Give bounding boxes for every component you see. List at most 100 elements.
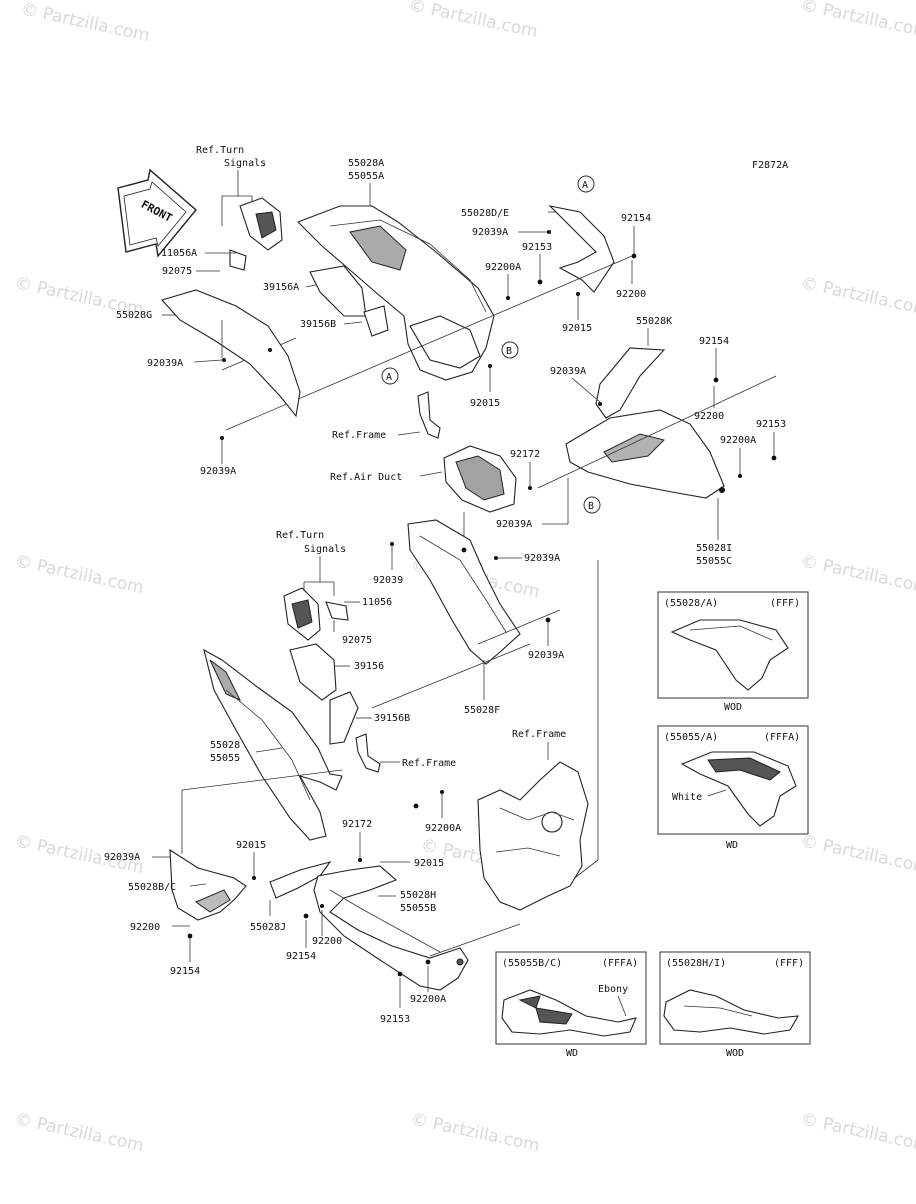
front-arrow-icon: FRONT [117,168,197,258]
label-92200A-low: 92200A [425,823,461,834]
ref-turn-signals-top-2: Signals [224,158,266,169]
label-92154-k: 92154 [699,336,729,347]
inner-panel-55028K [595,347,666,419]
color-box-note: White [672,792,702,803]
color-box-code: (FFF) [774,958,804,969]
label-92153-top: 92153 [522,242,552,253]
label-92200-top: 92200 [616,289,646,300]
watermark: © Partzilla.com [799,0,916,42]
label-92039-mid: 92039 [373,575,403,586]
label-55028H: 55028H [400,890,436,901]
label-55028J: 55028J [250,922,286,933]
label-92154-j: 92154 [286,951,316,962]
label-39156B-top: 39156B [300,319,336,330]
label-92153-low: 92153 [380,1014,410,1025]
svg-text:A: A [582,180,588,191]
watermark: © Partzilla.com [799,1109,916,1156]
ref-frame-mid: Ref.Frame [402,758,456,769]
diagram-code: F2872A [752,160,788,171]
color-box-code: (FFFA) [602,958,638,969]
label-55055: 55055 [210,753,240,764]
label-55055B: 55055B [400,903,436,914]
panel-39156B-mid [329,691,359,745]
color-box-55028A: (55028/A) (FFF) WOD [657,591,809,713]
watermark: © Partzilla.com [13,1109,145,1156]
label-55028A: 55028A [348,158,384,169]
callout-b-top: B [501,341,519,359]
frame-bracket-top [417,391,441,439]
label-92015-top: 92015 [562,323,592,334]
label-92039A-duct: 92039A [496,519,532,530]
watermark: © Partzilla.com [799,551,916,598]
ref-frame-bottom: Ref.Frame [512,729,566,740]
lower-cowl-55028 [203,648,343,841]
color-box-title: (55028/A) [664,598,718,609]
label-92075-top: 92075 [162,266,192,277]
color-box-55055A: (55055/A) (FFFA) White WD [657,725,809,851]
turn-signal-bracket-top [229,197,283,271]
label-92039A-mid: 92039A [524,553,560,564]
color-box-caption: WOD [724,702,742,713]
label-55055C: 55055C [696,556,732,567]
label-92039A-left: 92039A [147,358,183,369]
color-box-55028HI: (55028H/I) (FFF) WOD [659,951,811,1059]
panel-39156B [363,305,389,337]
label-92039A-de: 92039A [472,227,508,238]
panel-39156 [289,643,337,701]
label-92200A-top: 92200A [485,262,521,273]
color-box-title: (55028H/I) [666,958,726,969]
label-92039A-f: 92039A [528,650,564,661]
label-92200A-bot: 92200A [410,994,446,1005]
label-55055A: 55055A [348,171,384,182]
side-panel-55028G [161,289,301,418]
label-92015-low2: 92015 [414,858,444,869]
watermark: © Partzilla.com [19,0,151,46]
color-box-caption: WD [726,840,738,851]
svg-text:A: A [386,372,392,383]
label-92154-top: 92154 [621,213,651,224]
watermark: © Partzilla.com [409,1109,541,1156]
frame-bottom [477,761,589,911]
label-92200-k: 92200 [694,411,724,422]
svg-text:B: B [588,501,594,512]
watermark: © Partzilla.com [13,551,145,598]
turn-signal-bracket-mid [283,587,349,641]
color-box-code: (FFF) [770,598,800,609]
label-55028DE: 55028D/E [461,208,509,219]
lower-panel-55028BC [169,848,247,921]
label-92172-low: 92172 [342,819,372,830]
label-92172-top: 92172 [510,449,540,460]
watermark: © Partzilla.com [799,831,916,878]
label-92200A-k: 92200A [720,435,756,446]
ref-frame-top: Ref.Frame [332,430,386,441]
svg-text:B: B [506,346,512,357]
side-cowl-55028I [565,409,725,499]
color-box-title: (55055B/C) [502,958,562,969]
inner-panel-55028F [407,519,521,665]
label-92075-mid: 92075 [342,635,372,646]
color-box-note: Ebony [598,984,628,995]
ref-air-duct: Ref.Air Duct [330,472,402,483]
lower-cowl-55028H [313,865,469,991]
label-55028K: 55028K [636,316,672,327]
callout-a-top: A [577,175,595,193]
label-92015-b: 92015 [470,398,500,409]
label-39156A: 39156A [263,282,299,293]
inner-panel-55028DE [548,205,615,293]
label-55028: 55028 [210,740,240,751]
ref-turn-signals-mid-2: Signals [304,544,346,555]
callout-b-mid: B [583,496,601,514]
label-55028G: 55028G [116,310,152,321]
ref-turn-signals-mid-1: Ref.Turn [276,530,324,541]
label-92154-low: 92154 [170,966,200,977]
label-55028I: 55028I [696,543,732,554]
label-92039A-leftlow: 92039A [200,466,236,477]
color-box-title: (55055/A) [664,732,718,743]
label-92200-low: 92200 [130,922,160,933]
label-92015-low: 92015 [236,840,266,851]
color-box-caption: WOD [726,1048,744,1059]
label-39156: 39156 [354,661,384,672]
ref-turn-signals-top-1: Ref.Turn [196,145,244,156]
